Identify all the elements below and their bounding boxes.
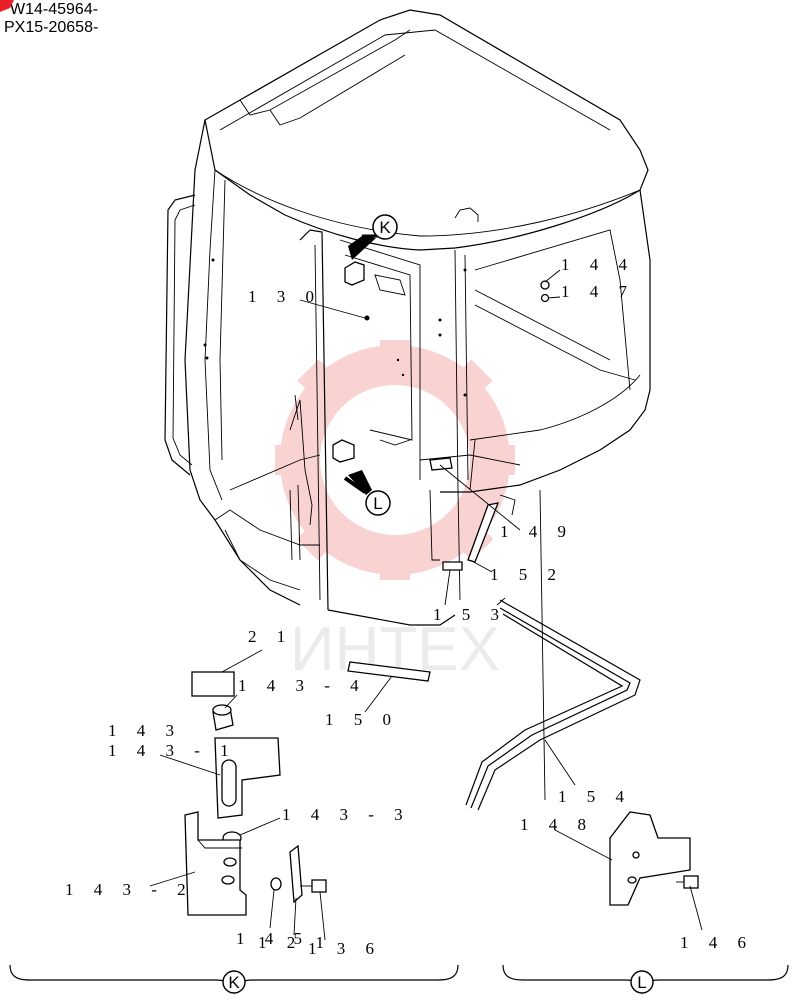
part-121-gasket	[289, 844, 303, 904]
label-136: 1 3 6	[308, 939, 382, 958]
label-143: 1 4 3	[108, 721, 182, 740]
label-143-1: 1 4 3 - 1	[108, 741, 237, 760]
label-145: 1 4 5	[236, 929, 310, 948]
corner-mark	[0, 0, 14, 12]
callout-k-label: K	[379, 218, 391, 237]
part-143-2-base	[184, 811, 247, 916]
label-154: 1 5 4	[558, 787, 632, 806]
part-145-washer	[270, 877, 282, 891]
label-147: 1 4 7	[561, 282, 635, 301]
callout-l-label: L	[373, 494, 382, 513]
label-21: 2 1	[248, 627, 293, 646]
label-144: 1 4 4	[561, 255, 635, 274]
group-brace-l: L	[502, 964, 789, 994]
group-k-label: K	[228, 973, 240, 992]
label-149: 1 4 9	[500, 522, 574, 541]
serial-range-1: W14-45964-	[10, 1, 99, 18]
part-154-seal	[465, 597, 641, 811]
label-148: 1 4 8	[520, 815, 594, 834]
label-150: 1 5 0	[325, 710, 399, 729]
label-146: 1 4 6	[680, 933, 754, 952]
part-143-4-knob	[212, 704, 234, 731]
part-21-plate	[191, 671, 235, 697]
label-143-3: 1 4 3 - 3	[282, 805, 411, 824]
serial-range-2: PX15-20658-	[4, 19, 99, 36]
part-136-bolt	[300, 879, 327, 893]
label-153: 1 5 3	[433, 605, 507, 624]
label-130: 1 3 0	[248, 287, 322, 306]
label-152: 1 5 2	[490, 565, 564, 584]
leader-lines	[149, 269, 703, 941]
part-143-1-bracket	[214, 737, 281, 819]
callout-k-arrow: K	[348, 214, 398, 260]
part-148-bracket	[609, 811, 691, 906]
label-143-4: 1 4 3 - 4	[238, 676, 367, 695]
part-146-bolt	[676, 875, 699, 889]
part-150-strip	[347, 661, 431, 682]
group-brace-k: K	[9, 964, 459, 994]
watermark-logo: ИНТЕХ	[275, 340, 515, 684]
callout-l-arrow: L	[343, 470, 391, 516]
label-143-2: 1 4 3 - 2	[65, 880, 194, 899]
group-l-label: L	[637, 973, 646, 992]
cab-frame	[164, 9, 651, 801]
label-121: 1 2 1	[258, 933, 332, 952]
